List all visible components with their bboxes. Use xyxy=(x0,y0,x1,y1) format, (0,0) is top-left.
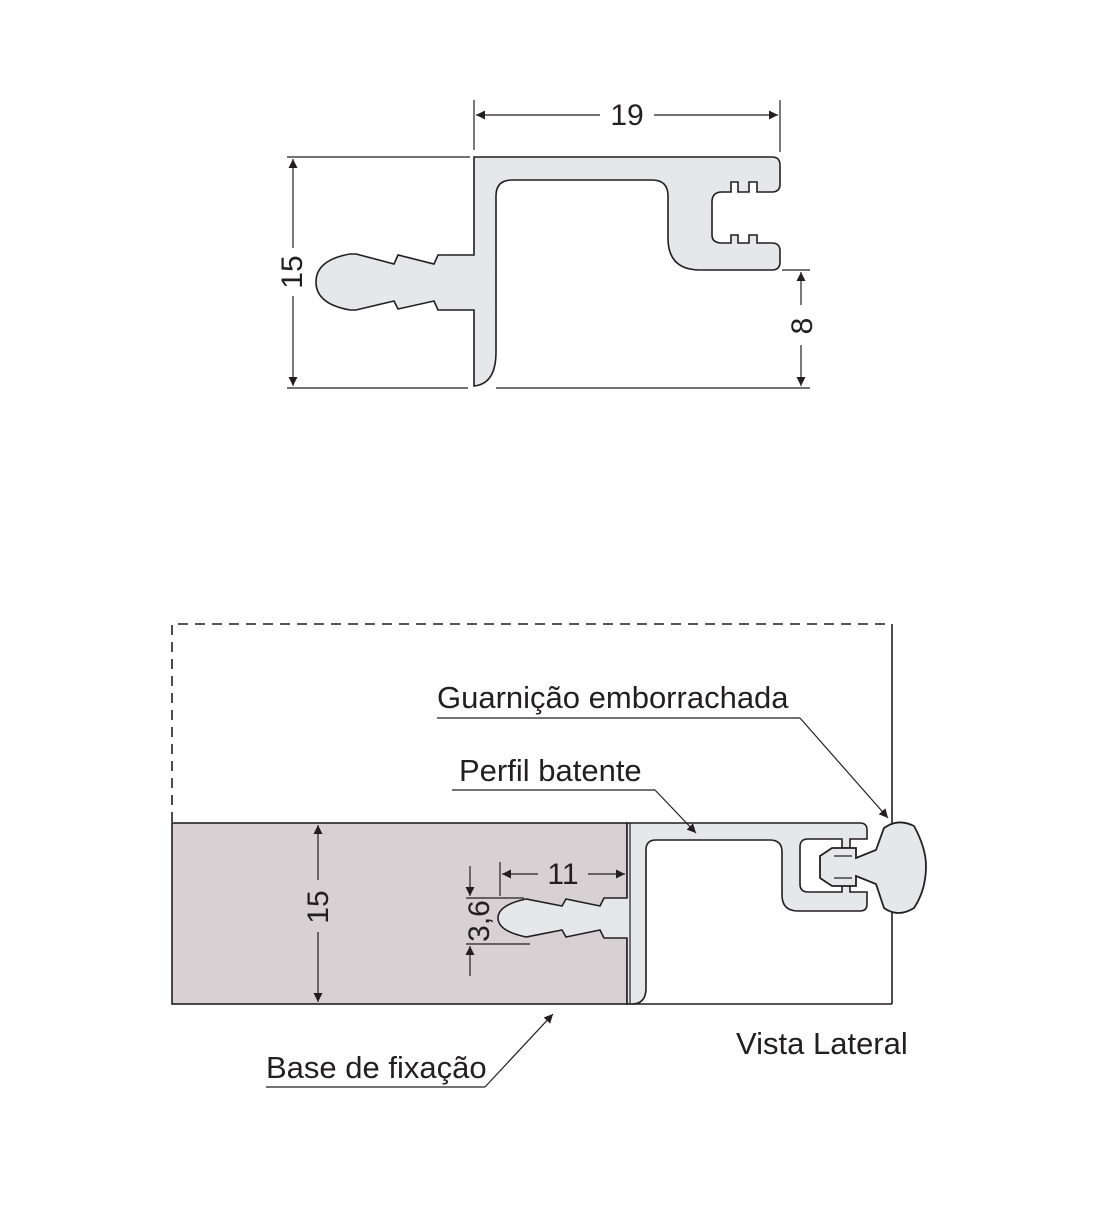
dimension-opening-label: 8 xyxy=(786,318,819,335)
dimension-width-label: 19 xyxy=(610,99,643,132)
label-mounting-base: Base de fixação xyxy=(266,1050,487,1085)
door-panel-outline xyxy=(171,623,892,822)
profile-section-shape xyxy=(315,156,781,387)
side-dimension-thickness-label: 3,6 xyxy=(463,900,496,942)
leader-gasket-arrow xyxy=(799,717,889,819)
label-stop-profile: Perfil batente xyxy=(459,753,642,788)
dimension-height-label: 15 xyxy=(276,255,309,288)
leader-base-arrow xyxy=(484,1013,554,1088)
label-rubber-gasket: Guarnição emborrachada xyxy=(437,680,789,715)
view-caption: Vista Lateral xyxy=(736,1026,908,1061)
leader-profile-arrow xyxy=(654,789,697,834)
side-dimension-height-label: 15 xyxy=(302,890,335,923)
rubber-gasket-shape xyxy=(819,821,927,914)
rubber-gasket-inner xyxy=(834,855,852,879)
side-dimension-depth-label: 11 xyxy=(547,858,578,891)
side-view-assembly: 15 11 3,6 Guarnição emborrachada Perfil … xyxy=(171,623,927,1088)
top-cross-section: 19 15 8 xyxy=(276,99,819,389)
profile-side-shape xyxy=(497,822,868,1005)
